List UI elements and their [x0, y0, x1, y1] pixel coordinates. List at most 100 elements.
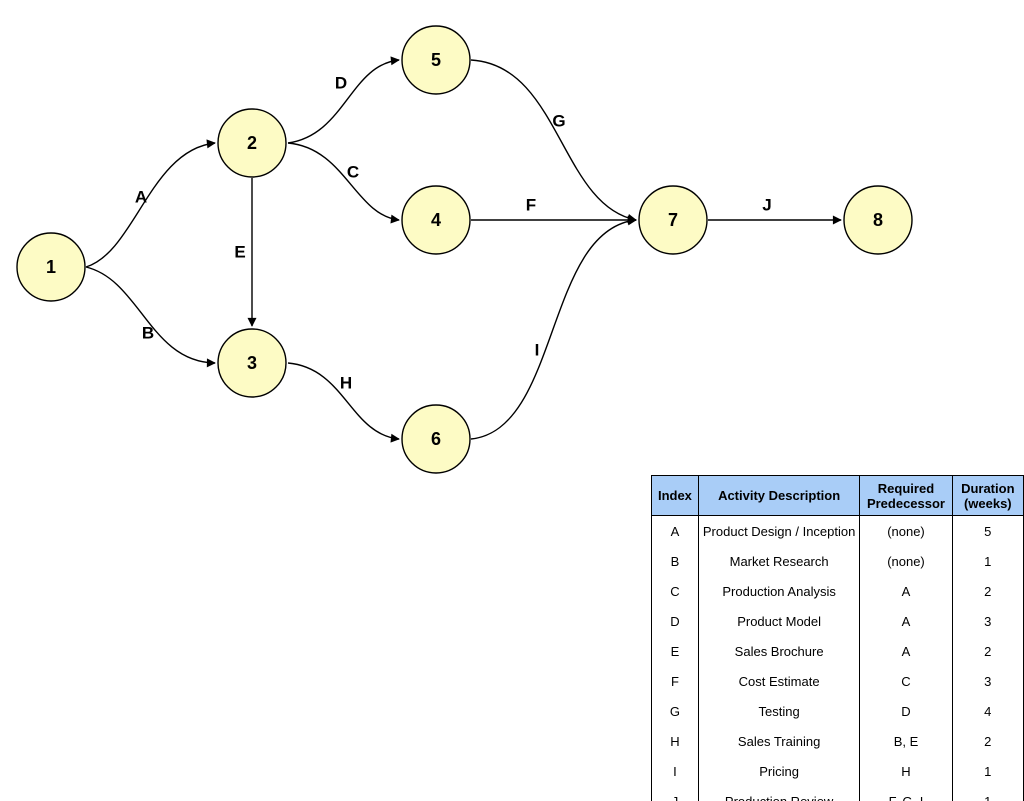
- edge-b-label: B: [142, 324, 154, 343]
- edge-d-label: D: [335, 74, 347, 93]
- index-cell: D: [651, 606, 699, 636]
- node-8: 8: [843, 185, 913, 255]
- activity-cell: Sales Brochure: [697, 636, 861, 666]
- edge-h-arrow: [287, 362, 400, 443]
- node-4: 4: [401, 185, 471, 255]
- node-4-label: 4: [431, 210, 441, 230]
- activity-cell: Production Review: [697, 786, 861, 801]
- predecessor-cell: B, E: [859, 726, 953, 756]
- node-2-circle: [217, 108, 287, 178]
- duration-cell: 2: [951, 636, 1024, 666]
- edge-h-label: H: [340, 374, 352, 393]
- edge-f-label: F: [526, 196, 536, 215]
- node-7-label: 7: [668, 210, 678, 230]
- predecessor-cell: (none): [859, 546, 953, 576]
- edge-j-label: J: [762, 196, 771, 215]
- edges-layer: [85, 56, 842, 443]
- duration-cell: 2: [951, 576, 1024, 606]
- predecessor-cell: C: [859, 666, 953, 696]
- node-5-circle: [401, 25, 471, 95]
- index-cell: F: [651, 666, 699, 696]
- edge-a-arrow: [85, 139, 216, 268]
- nodes-layer: 1 2 3 4 5 6 7 8: [16, 25, 913, 474]
- node-5-label: 5: [431, 50, 441, 70]
- index-cell: G: [651, 696, 699, 726]
- header-predecessor-line1: Required: [877, 480, 935, 496]
- node-1-circle: [16, 232, 86, 302]
- node-2-label: 2: [247, 133, 257, 153]
- node-5: 5: [401, 25, 471, 95]
- predecessor-cell: A: [859, 636, 953, 666]
- duration-cell: 3: [951, 606, 1024, 636]
- node-6: 6: [401, 404, 471, 474]
- predecessor-cell: F, G, I: [859, 786, 953, 801]
- node-3: 3: [217, 328, 287, 398]
- index-cell: A: [651, 515, 699, 546]
- index-cell: E: [651, 636, 699, 666]
- edge-e-label: E: [234, 243, 245, 262]
- node-8-label: 8: [873, 210, 883, 230]
- edge-c-label: C: [347, 163, 359, 182]
- node-4-circle: [401, 185, 471, 255]
- index-cell: H: [651, 726, 699, 756]
- predecessor-cell: H: [859, 756, 953, 786]
- duration-cell: 4: [951, 696, 1024, 726]
- duration-cell: 1: [951, 786, 1024, 801]
- node-1: 1: [16, 232, 86, 302]
- header-duration-line2: (weeks): [963, 495, 1012, 511]
- activity-cell: Sales Training: [697, 726, 861, 756]
- edge-g-label: G: [552, 112, 565, 131]
- activity-cell: Production Analysis: [697, 576, 861, 606]
- index-cell: J: [651, 786, 699, 801]
- duration-cell: 3: [951, 666, 1024, 696]
- node-7-circle: [638, 185, 708, 255]
- node-8-circle: [843, 185, 913, 255]
- activity-cell: Pricing: [697, 756, 861, 786]
- predecessor-cell: A: [859, 606, 953, 636]
- activity-cell: Market Research: [697, 546, 861, 576]
- node-2: 2: [217, 108, 287, 178]
- edge-labels-layer: A B C D E F G H I J: [135, 74, 772, 393]
- node-7: 7: [638, 185, 708, 255]
- node-6-label: 6: [431, 429, 441, 449]
- duration-cell: 1: [951, 546, 1024, 576]
- edge-i-label: I: [535, 341, 540, 360]
- header-predecessor-line2: Predecessor: [866, 495, 945, 511]
- node-6-circle: [401, 404, 471, 474]
- edge-c-arrow: [287, 142, 400, 224]
- header-index: Index: [651, 475, 699, 516]
- header-duration: Duration(weeks): [951, 475, 1024, 516]
- header-duration-line1: Duration: [961, 480, 1015, 496]
- node-3-label: 3: [247, 353, 257, 373]
- header-activity-description: Activity Description: [697, 475, 861, 516]
- duration-cell: 2: [951, 726, 1024, 756]
- activity-cell: Cost Estimate: [697, 666, 861, 696]
- node-1-label: 1: [46, 257, 56, 277]
- activity-cell: Product Design / Inception: [697, 515, 861, 546]
- header-activity-text: Activity Description: [718, 488, 841, 503]
- index-cell: I: [651, 756, 699, 786]
- predecessor-cell: D: [859, 696, 953, 726]
- node-3-circle: [217, 328, 287, 398]
- predecessor-cell: (none): [859, 515, 953, 546]
- duration-cell: 1: [951, 756, 1024, 786]
- activity-cell: Product Model: [697, 606, 861, 636]
- edge-i-arrow: [470, 216, 637, 440]
- edge-a-label: A: [135, 188, 147, 207]
- predecessor-cell: A: [859, 576, 953, 606]
- header-index-text: Index: [657, 488, 692, 503]
